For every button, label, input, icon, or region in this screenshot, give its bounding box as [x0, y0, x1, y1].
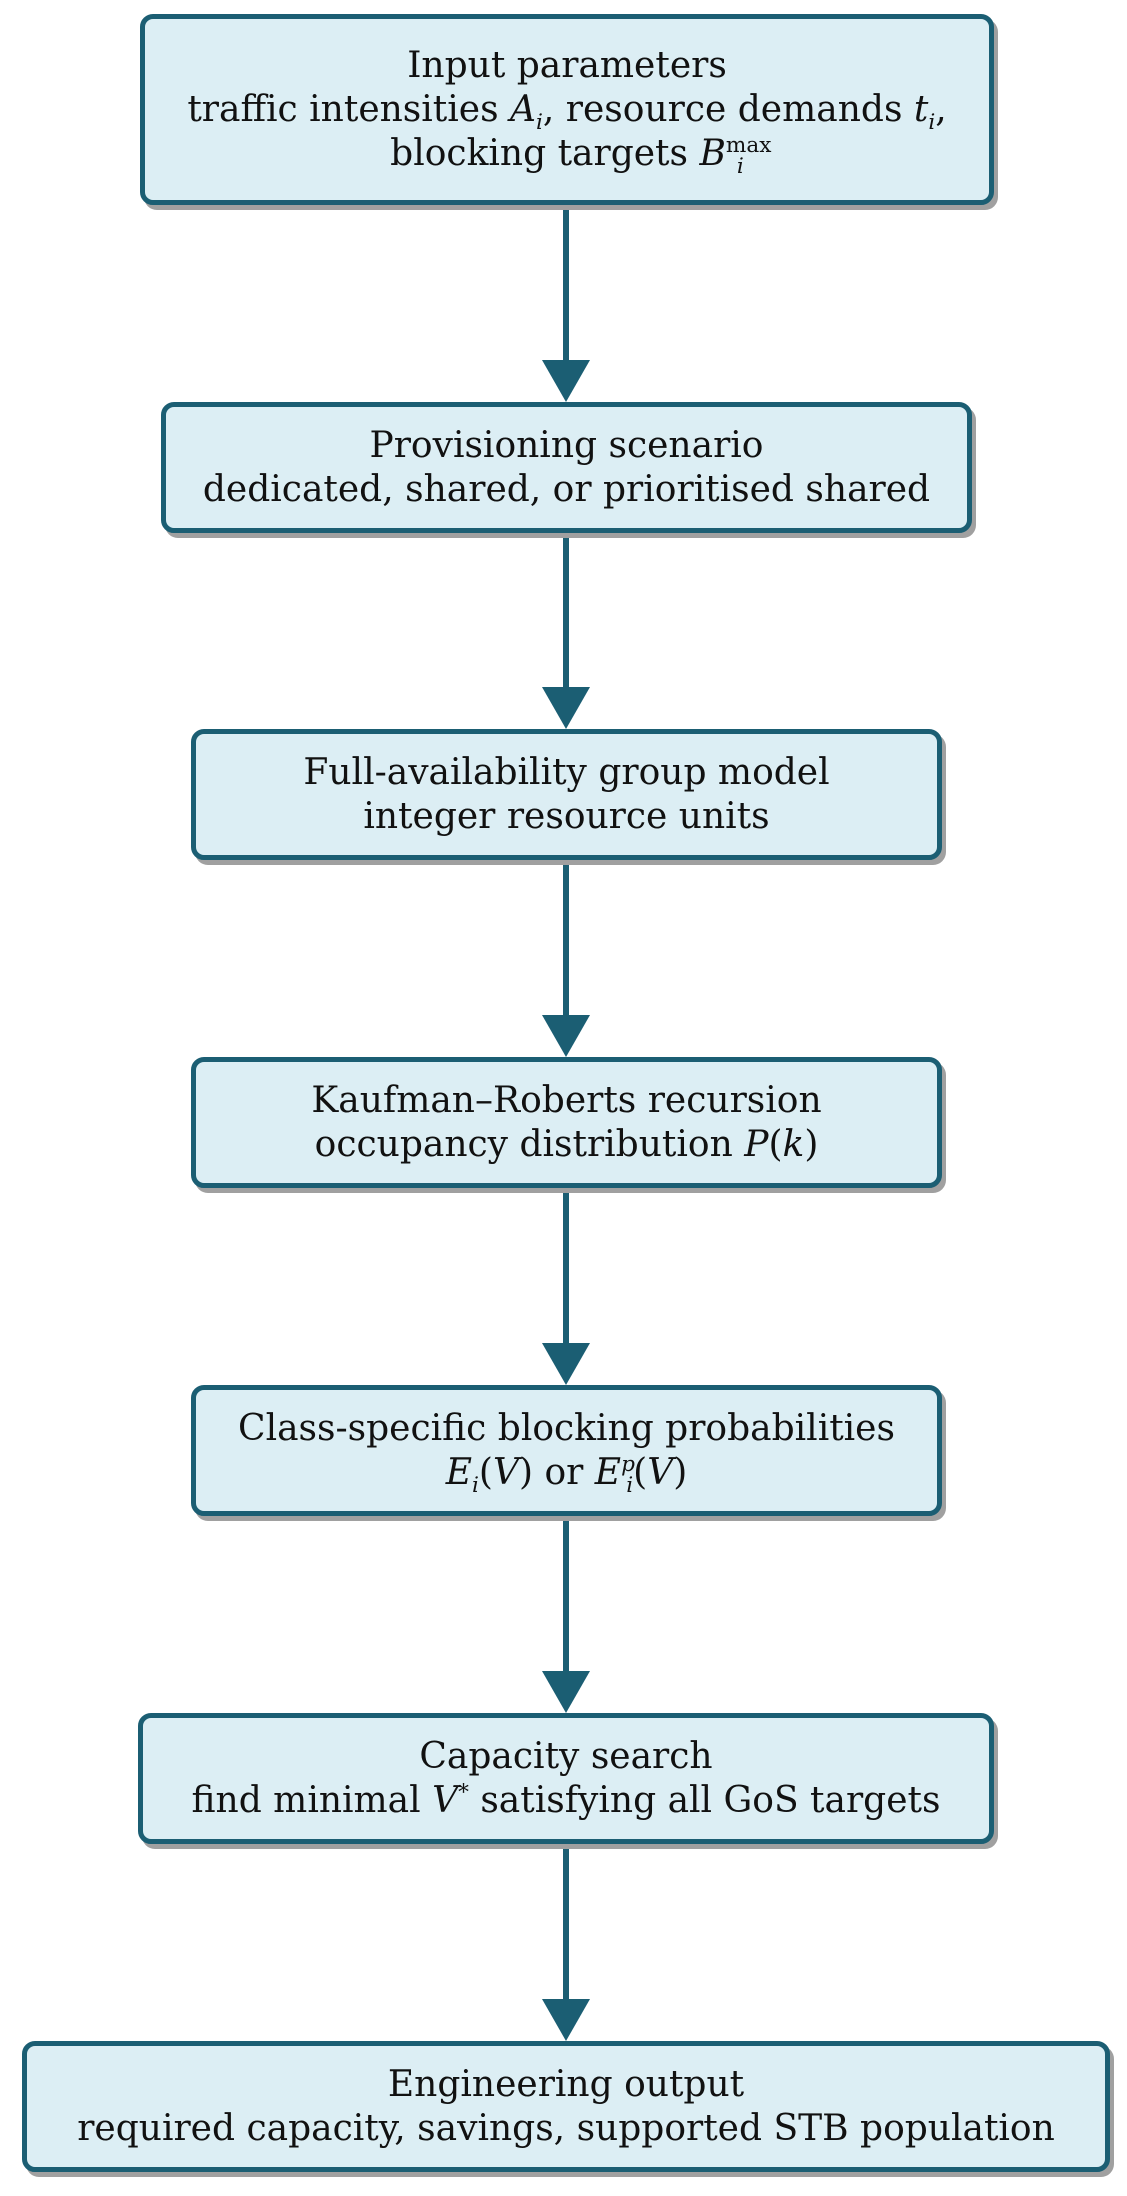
node-title: Input parameters [407, 44, 727, 86]
provisioning-scenario-box: Provisioning scenario dedicated, shared,… [161, 402, 972, 533]
kaufman-roberts-box: Kaufman–Roberts recursion occupancy dist… [191, 1057, 942, 1188]
input-parameters-box: Input parameters traffic intensities Ai,… [140, 14, 994, 205]
node-detail: occupancy distribution P(k) [314, 1123, 819, 1165]
node-detail: Ei(V) or Epi(V) [445, 1451, 688, 1498]
node-detail: traffic intensities Ai, resource demands… [187, 88, 947, 135]
node-detail: dedicated, shared, or prioritised shared [202, 468, 931, 510]
node-detail: integer resource units [363, 795, 770, 837]
node-detail: find minimal V* satisfying all GoS targe… [191, 1779, 941, 1821]
capacity-search-box: Capacity search find minimal V* satisfyi… [138, 1713, 994, 1844]
node-title: Provisioning scenario [369, 424, 764, 466]
node-title: Capacity search [419, 1735, 713, 1777]
node-title: Kaufman–Roberts recursion [311, 1079, 822, 1121]
node-title: Class-specific blocking probabilities [238, 1407, 895, 1449]
node-detail-2: blocking targets Bmaxi [390, 132, 772, 179]
full-availability-model-box: Full-availability group model integer re… [191, 729, 942, 860]
blocking-probabilities-box: Class-specific blocking probabilities Ei… [191, 1385, 942, 1516]
node-title: Engineering output [387, 2063, 745, 2105]
node-detail: required capacity, savings, supported ST… [77, 2107, 1055, 2149]
engineering-output-box: Engineering output required capacity, sa… [22, 2041, 1110, 2172]
node-title: Full-availability group model [303, 751, 830, 793]
